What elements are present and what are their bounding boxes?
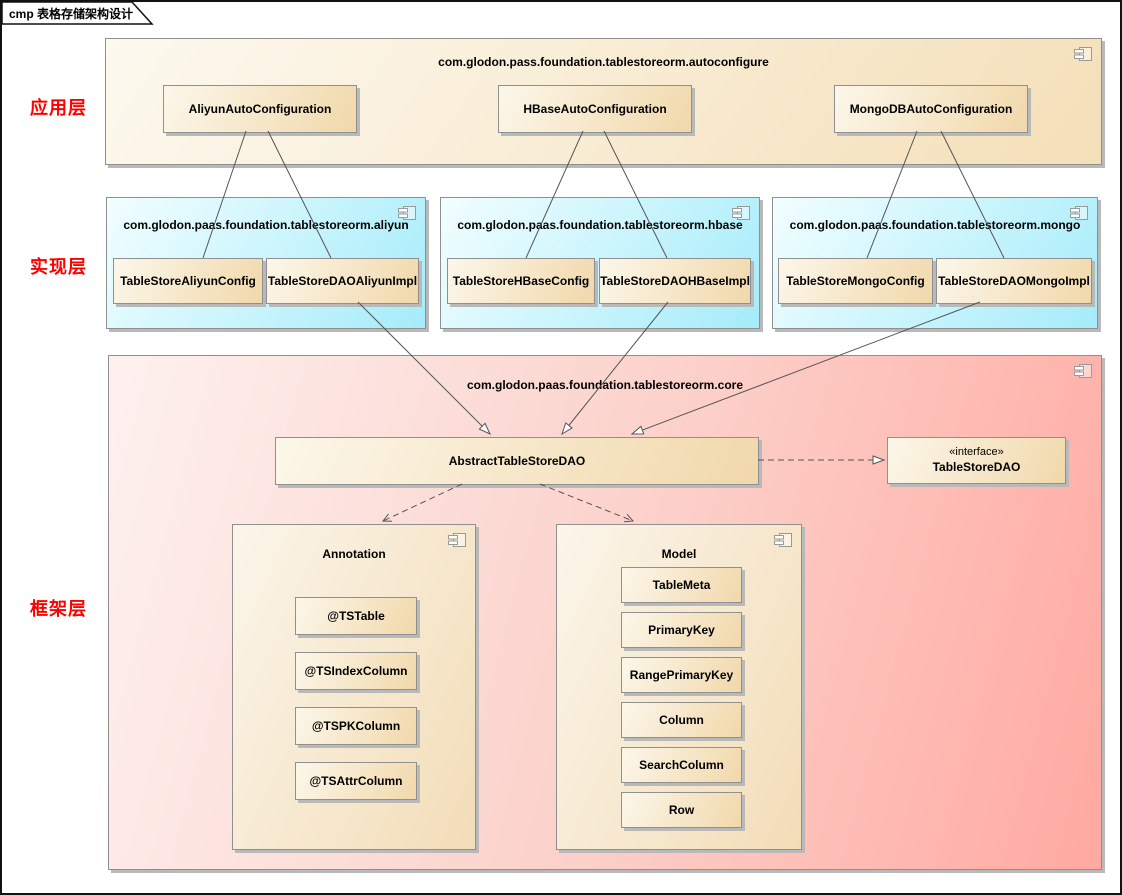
interface-stereotype: «interface» xyxy=(949,446,1004,459)
component-ts-pk-column-annotation[interactable]: @TSPKColumn xyxy=(295,707,417,745)
component-tablestore-dao-aliyun-impl[interactable]: TableStoreDAOAliyunImpl xyxy=(266,258,419,304)
component-hbase-autoconfiguration[interactable]: HBaseAutoConfiguration xyxy=(498,85,692,133)
component-tablestore-hbase-config[interactable]: TableStoreHBaseConfig xyxy=(447,258,595,304)
component-icon xyxy=(1070,205,1089,226)
component-icon xyxy=(448,532,467,553)
component-ts-index-column-annotation[interactable]: @TSIndexColumn xyxy=(295,652,417,690)
component-ts-attr-column-annotation[interactable]: @TSAttrColumn xyxy=(295,762,417,800)
component-abstract-tablestore-dao[interactable]: AbstractTableStoreDAO xyxy=(275,437,759,485)
component-mongodb-autoconfiguration[interactable]: MongoDBAutoConfiguration xyxy=(834,85,1028,133)
package-annotation-title: Annotation xyxy=(322,547,386,561)
component-table-meta[interactable]: TableMeta xyxy=(621,567,742,603)
component-aliyun-autoconfiguration[interactable]: AliyunAutoConfiguration xyxy=(163,85,357,133)
component-row[interactable]: Row xyxy=(621,792,742,828)
diagram-tab-shape xyxy=(2,2,154,25)
component-icon xyxy=(1074,363,1093,384)
component-icon xyxy=(774,532,793,553)
component-column[interactable]: Column xyxy=(621,702,742,738)
component-tablestore-aliyun-config[interactable]: TableStoreAliyunConfig xyxy=(113,258,263,304)
component-search-column[interactable]: SearchColumn xyxy=(621,747,742,783)
layer-label-implementation[interactable]: 实现层 xyxy=(30,257,87,277)
component-icon xyxy=(732,205,751,226)
component-ts-table-annotation[interactable]: @TSTable xyxy=(295,597,417,635)
diagram-title: cmp 表格存储架构设计 xyxy=(9,7,134,21)
component-icon xyxy=(398,205,417,226)
package-hbase-name: com.glodon.paas.foundation.tablestoreorm… xyxy=(457,218,743,232)
component-tablestore-dao-mongo-impl[interactable]: TableStoreDAOMongoImpl xyxy=(936,258,1092,304)
layer-label-framework[interactable]: 框架层 xyxy=(30,599,87,619)
layer-label-application[interactable]: 应用层 xyxy=(30,98,87,118)
component-tablestore-dao-hbase-impl[interactable]: TableStoreDAOHBaseImpl xyxy=(599,258,751,304)
package-model-title: Model xyxy=(661,547,697,561)
package-mongo-name: com.glodon.paas.foundation.tablestoreorm… xyxy=(789,218,1081,232)
component-tablestore-dao-interface[interactable]: «interface» TableStoreDAO xyxy=(887,437,1066,484)
component-range-primary-key[interactable]: RangePrimaryKey xyxy=(621,657,742,693)
component-icon xyxy=(1074,46,1093,67)
interface-name: TableStoreDAO xyxy=(932,459,1021,474)
component-tablestore-mongo-config[interactable]: TableStoreMongoConfig xyxy=(778,258,933,304)
package-core-name: com.glodon.paas.foundation.tablestoreorm… xyxy=(466,378,744,392)
component-primary-key[interactable]: PrimaryKey xyxy=(621,612,742,648)
package-aliyun-name: com.glodon.paas.foundation.tablestoreorm… xyxy=(123,218,409,232)
package-autoconfigure-name: com.glodon.pass.foundation.tablestoreorm… xyxy=(438,55,769,69)
